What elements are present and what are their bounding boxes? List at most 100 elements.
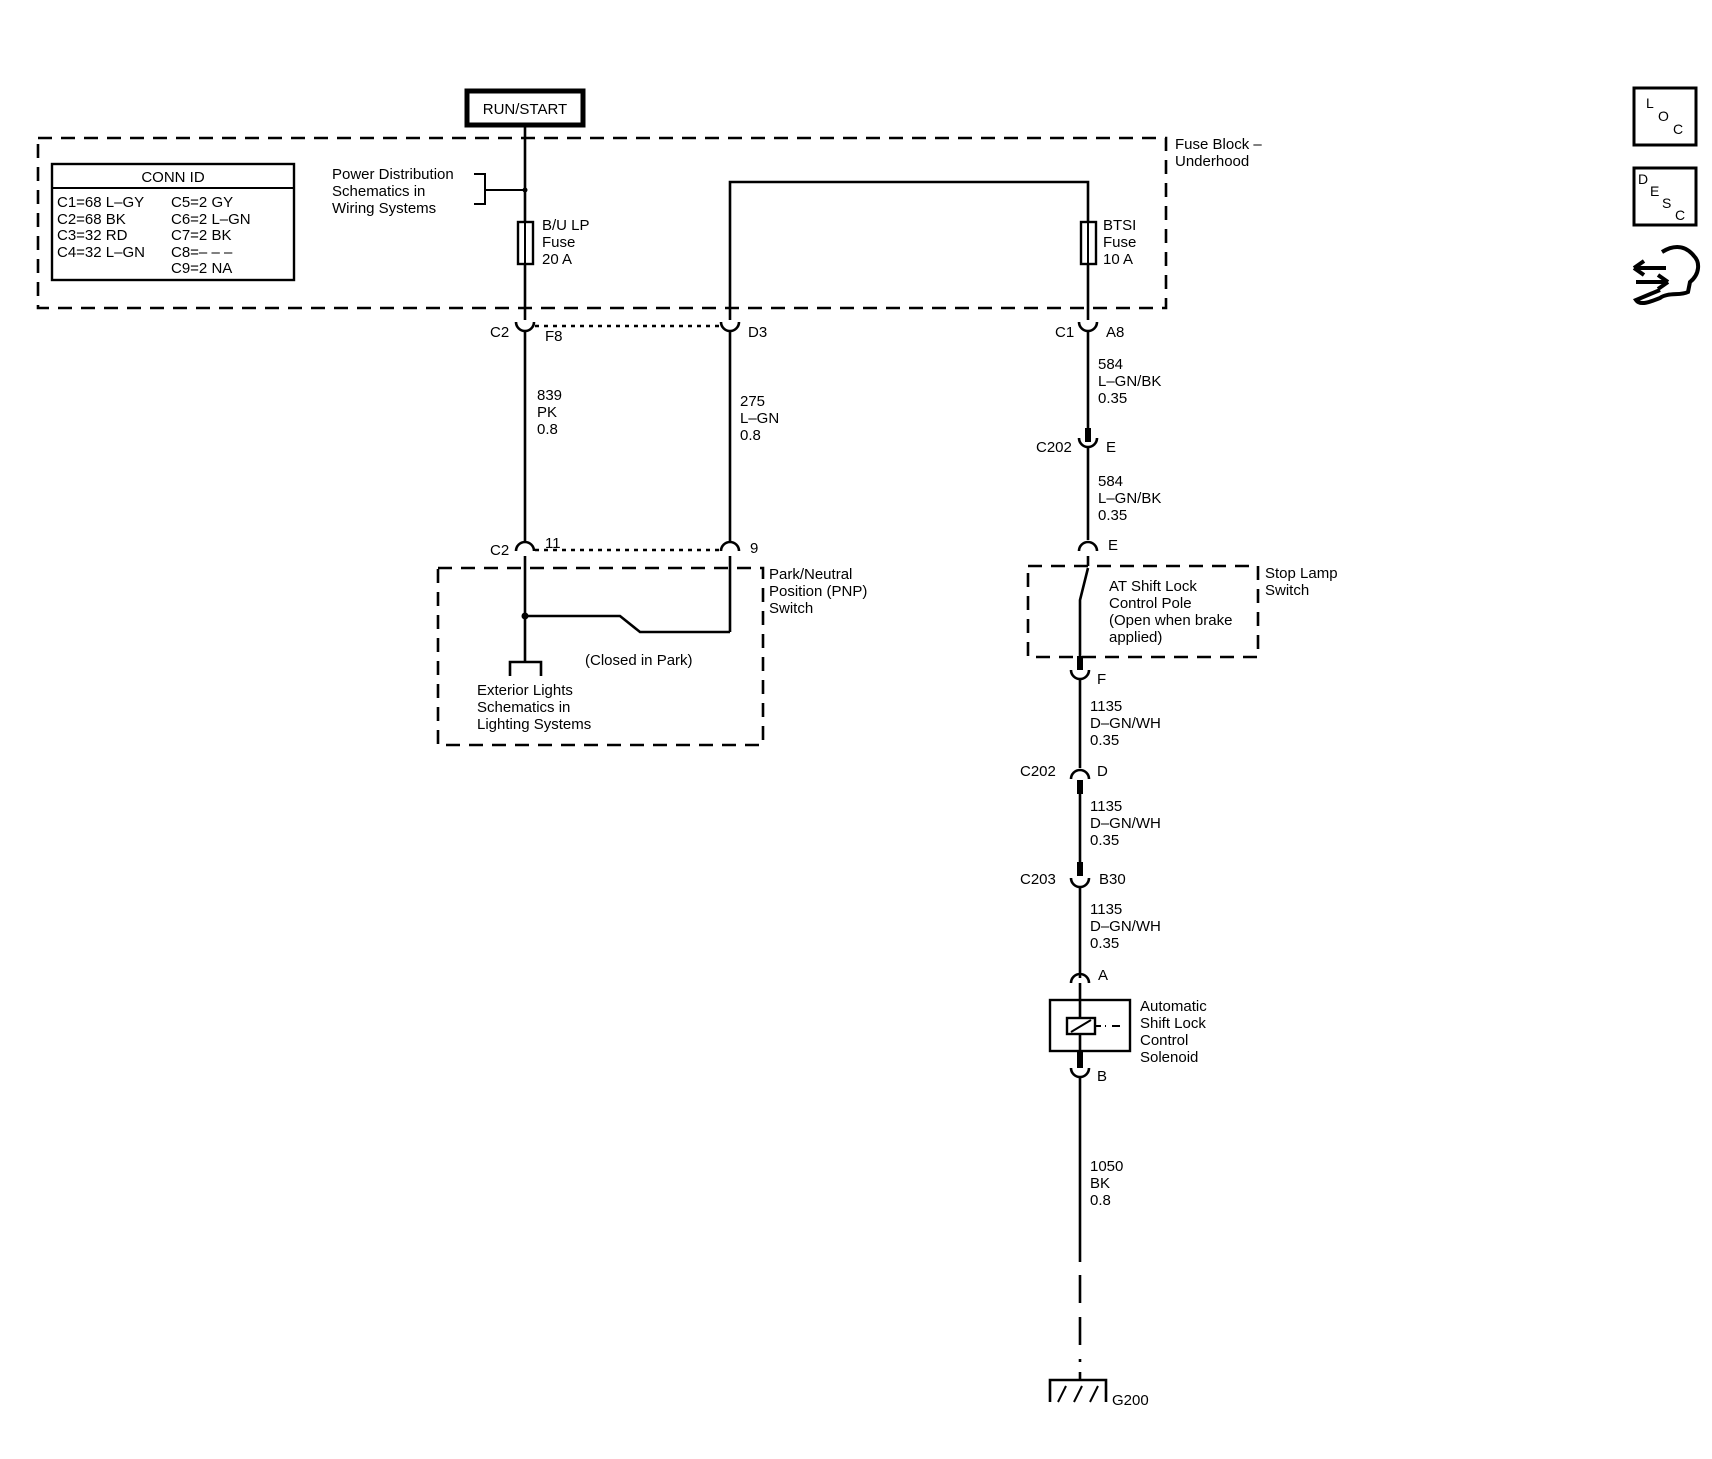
conn-id-right-3: C7=2 BK [171,227,231,244]
diagram-label: 0.35 [1090,732,1119,749]
diagram-label: D [1097,763,1108,780]
diagram-label: C202 [1036,439,1072,456]
diagram-label: F8 [545,328,563,345]
connector-stop-out [1069,669,1091,681]
diagram-label: 0.8 [1090,1192,1111,1209]
diagram-label: Park/Neutral [769,566,852,583]
diagram-label: C202 [1020,763,1056,780]
pnp-switch-contact [525,614,730,634]
diagram-label: S [1662,195,1671,211]
diagram-label: A [1098,967,1108,984]
diagram-label: F [1097,671,1106,688]
diagram-label: 0.35 [1098,390,1127,407]
diagram-label: Automatic [1140,998,1207,1015]
connector-stop-in [1077,540,1099,552]
diagram-label: 584 [1098,473,1123,490]
diagram-label: Schematics in [332,183,425,200]
diagram-label: C2 [490,324,509,341]
connector-pnp-11 [514,540,536,552]
diagram-label: applied) [1109,629,1162,646]
connector-c202-d [1069,768,1091,780]
run-start-box [464,88,586,128]
diagram-label: AT Shift Lock [1109,578,1197,595]
conn-id-right-1: C5=2 GY [171,194,233,211]
diagram-label: D [1638,171,1648,187]
diagram-label: Exterior Lights [477,682,573,699]
diagram-label: Wiring Systems [332,200,436,217]
loc-button[interactable]: L O C [1632,86,1698,147]
connector-c202-e [1077,437,1099,449]
diagram-label: Lighting Systems [477,716,591,733]
diagram-label: Switch [1265,582,1309,599]
diagram-label: 0.8 [537,421,558,438]
diagram-label: 11 [545,535,561,552]
diagram-label: L [1646,95,1654,111]
conn-id-table: CONN ID C1=68 L–GY C2=68 BK C3=32 RD C4=… [50,162,296,282]
fuse-btsi-label-2: Fuse [1103,234,1136,251]
diagram-label: 1050 [1090,1158,1123,1175]
wire-fuse-bus [728,180,1090,320]
diagram-label: 0.35 [1090,832,1119,849]
conn-id-left-3: C3=32 RD [57,227,128,244]
hand-arrows-icon[interactable] [1632,245,1701,306]
diagram-label: C1 [1055,324,1074,341]
diagram-label: 0.8 [740,427,761,444]
diagram-label: E [1108,537,1118,554]
conn-id-left-4: C4=32 L–GN [57,244,145,261]
fuse-bu-lp-label-1: B/U LP [542,217,590,234]
diagram-label: Switch [769,600,813,617]
stop-lamp-switch-boundary [1026,564,1260,659]
fuse-btsi-label-3: 10 A [1103,251,1133,268]
ground-label: G200 [1112,1392,1149,1409]
diagram-label: D3 [748,324,767,341]
diagram-label: 1135 [1090,901,1122,918]
power-distribution-ref: Power Distribution Schematics in Wiring … [332,166,528,217]
connector-d3 [719,321,741,333]
conn-id-right-2: C6=2 L–GN [171,211,251,228]
conn-id-title: CONN ID [141,169,205,186]
diagram-label: C [1675,207,1685,223]
diagram-label: E [1650,183,1659,199]
diagram-label: 839 [537,387,562,404]
diagram-label: B30 [1099,871,1126,888]
diagram-label: L–GN/BK [1098,490,1161,507]
diagram-label: C [1673,121,1683,137]
diagram-label: E [1106,439,1116,456]
diagram-label: 9 [750,540,758,557]
diagram-label: L–GN [740,410,779,427]
fuse-block-boundary [36,136,1168,310]
diagram-label: D–GN/WH [1090,918,1161,935]
exterior-lights-ref-bracket [508,660,543,676]
diagram-label: Position (PNP) [769,583,867,600]
diagram-label: A8 [1106,324,1124,341]
conn-id-right-4: C8=– – – [171,244,233,261]
diagram-label: B [1097,1068,1107,1085]
diagram-label: 0.35 [1098,507,1127,524]
diagram-label: 1135 [1090,698,1122,715]
conn-id-left-2: C2=68 BK [57,211,126,228]
diagram-label: C2 [490,542,509,559]
connector-c203-b30 [1069,877,1091,889]
fuse-btsi-label-1: BTSI [1103,217,1136,234]
diagram-label: O [1658,108,1669,124]
diagram-label: Stop Lamp [1265,565,1338,582]
diagram-label: BK [1090,1175,1110,1192]
diagram-label: 0.35 [1090,935,1119,952]
diagram-label: L–GN/BK [1098,373,1161,390]
diagram-label: 1135 [1090,798,1122,815]
diagram-label: 275 [740,393,765,410]
diagram-label: D–GN/WH [1090,715,1161,732]
fuse-block-label-2: Underhood [1175,153,1249,170]
diagram-label: Shift Lock [1140,1015,1206,1032]
diagram-label: Schematics in [477,699,570,716]
diagram-label: 584 [1098,356,1123,373]
diagram-label: PK [537,404,557,421]
connector-c2-f8 [514,321,536,333]
connector-sol-a [1069,972,1091,984]
desc-button[interactable]: D E S C [1632,166,1698,227]
ground-symbol [1048,1372,1108,1403]
conn-id-left-1: C1=68 L–GY [57,194,144,211]
stop-lamp-switch-pole [1078,567,1090,660]
diagram-label: C203 [1020,871,1056,888]
